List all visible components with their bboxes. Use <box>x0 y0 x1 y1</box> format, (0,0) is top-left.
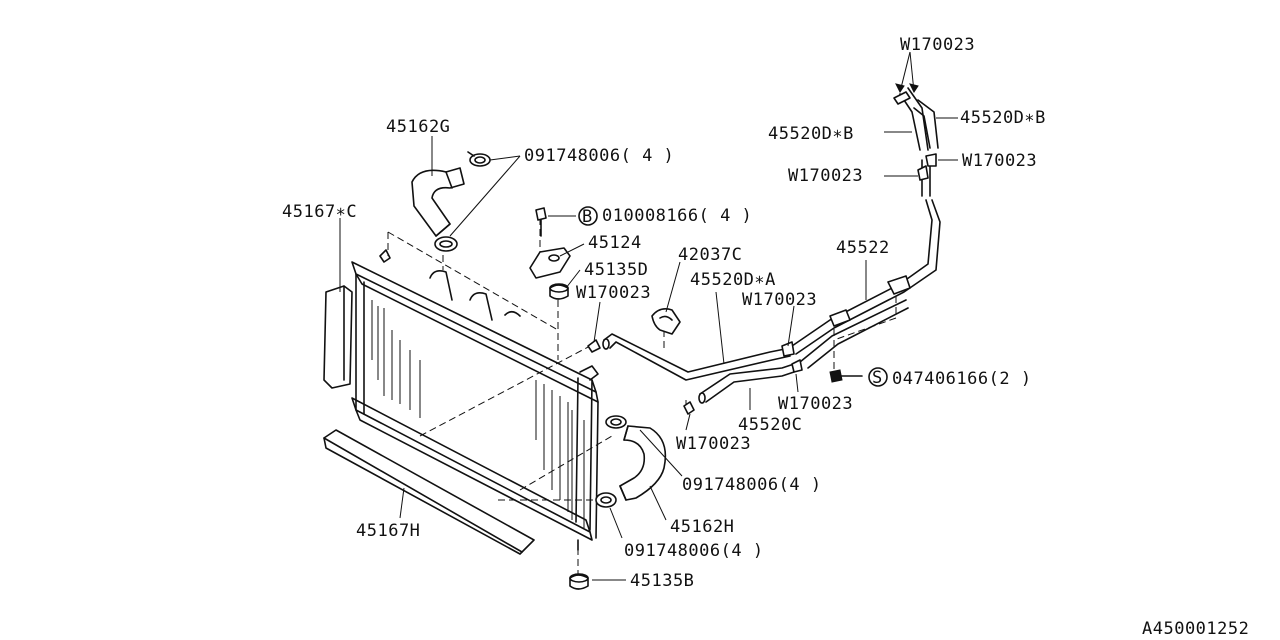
label-bolt-bracket: 010008166( 4 ) <box>602 206 752 226</box>
label-bracket: 45124 <box>588 233 642 253</box>
hose-clamp-upper-2 <box>434 236 458 252</box>
arrow-icon <box>895 83 905 93</box>
label-cushion-lower: 45135B <box>630 571 694 591</box>
pipe-c <box>698 363 795 404</box>
cushion-lower <box>569 573 589 590</box>
label-clamp-lower: 091748006(4 ) <box>624 541 764 561</box>
clip-icons <box>587 153 937 415</box>
label-clip-e-left: W170023 <box>788 166 863 186</box>
label-clamp-mid: 091748006(4 ) <box>682 475 822 495</box>
radiator-seal-side <box>323 285 353 389</box>
radiator-seal-lower <box>323 429 535 555</box>
pipe-assembly <box>791 199 941 369</box>
bolt-b-symbol-text: B <box>582 207 593 227</box>
hose-clamp-mid <box>605 415 627 429</box>
label-hose-lower: 45162H <box>670 517 734 537</box>
lower-hose <box>619 425 667 501</box>
footer-code: A450001252 <box>1142 619 1249 639</box>
pipe-b <box>893 87 939 197</box>
label-cushion-upper: 45135D <box>584 260 648 280</box>
label-clamp-upper: 091748006( 4 ) <box>524 146 674 166</box>
hose-clip <box>651 308 681 335</box>
label-pipe-c: 45520C <box>738 415 802 435</box>
label-clip-e-right: W170023 <box>962 151 1037 171</box>
bolt-b-symbol: B <box>578 206 598 227</box>
label-pipe-b-right: 45520D∗B <box>960 108 1046 128</box>
label-hose-clip: 42037C <box>678 245 742 265</box>
label-clip-a: W170023 <box>576 283 651 303</box>
label-pipe-b-left: 45520D∗B <box>768 124 854 144</box>
bolt-s-symbol-text: S <box>872 368 883 388</box>
bolt-pipe <box>829 369 863 383</box>
label-radiator-seal: 45167∗C <box>282 202 357 222</box>
label-seal-lower: 45167H <box>356 521 420 541</box>
bracket <box>529 207 571 279</box>
label-clip-top: W170023 <box>900 35 975 55</box>
bolt-s-symbol: S <box>868 367 888 388</box>
label-hose-upper: 45162G <box>386 117 450 137</box>
pipe-a <box>602 333 791 381</box>
hose-clamp-lower <box>595 492 617 508</box>
cushion-upper <box>549 283 569 300</box>
label-clip-c: W170023 <box>778 394 853 414</box>
label-clip-b: W170023 <box>742 290 817 310</box>
arrow-icon <box>909 83 919 93</box>
label-pipe-a: 45520D∗A <box>690 270 776 290</box>
radiator <box>351 249 599 551</box>
label-pipe-assy: 45522 <box>836 238 890 258</box>
upper-hose <box>411 167 465 237</box>
hose-clamp-upper <box>467 151 491 167</box>
label-clip-d: W170023 <box>676 434 751 454</box>
label-bolt-pipe: 047406166(2 ) <box>892 369 1032 389</box>
